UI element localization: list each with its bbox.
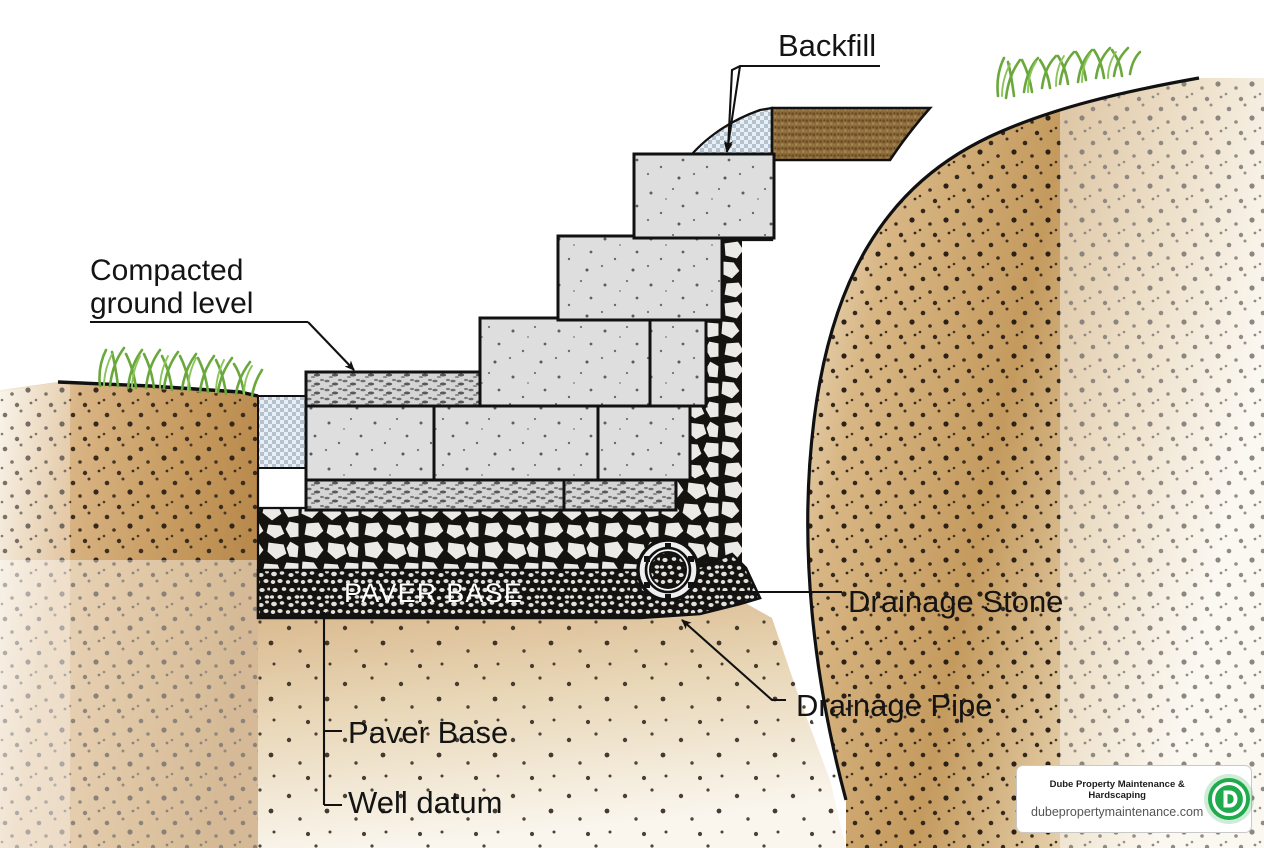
paver-base-overlay-text: PAVER BASE [344,578,523,608]
leader-drainage-pipe [681,619,786,702]
wall-course-3 [478,316,708,408]
wall-course-2 [304,402,692,482]
logo-company-line2: Hardscaping [1088,790,1146,801]
drainage-stone-layer [258,352,742,570]
left-soil-mass [0,380,259,848]
label-well-datum: Well datum [348,785,503,820]
label-backfill: Backfill [778,28,876,63]
grass-left [98,346,264,398]
label-compacted-ground-level-line1: Compacted [90,254,243,287]
logo-badge[interactable]: Dube Property Maintenance & Hardscaping … [1016,765,1255,833]
wall-course-5 [632,152,776,240]
bottom-soil [258,600,846,848]
label-paver-base: Paver Base [348,715,508,750]
backfill-topsoil [770,106,933,162]
right-soil-mass [806,76,1264,848]
logo-text-group: Dube Property Maintenance & Hardscaping … [1017,779,1203,820]
label-drainage-pipe: Drainage Pipe [796,688,992,723]
wall-course-4 [556,234,724,322]
aggregate-layer-left [257,395,307,469]
wall-course-bottom-cap [304,476,678,512]
label-compacted-ground-level-line2: ground level [90,287,253,320]
drainage-pipe [636,538,700,602]
logo-company-line1: Dube Property Maintenance & [1049,778,1185,790]
wall-course-3-cap [304,370,482,408]
label-drainage-stone: Drainage Stone [848,584,1063,619]
grass-right [996,46,1142,100]
leader-paver-base-well-datum [319,611,342,807]
leader-backfill [723,64,880,153]
logo-company-name: Dube Property Maintenance & Hardscaping [1031,779,1203,802]
dube-logo-icon [1203,773,1255,825]
leader-compacted-ground-level [90,320,355,371]
logo-website: dubepropertymaintenance.com [1031,805,1204,820]
